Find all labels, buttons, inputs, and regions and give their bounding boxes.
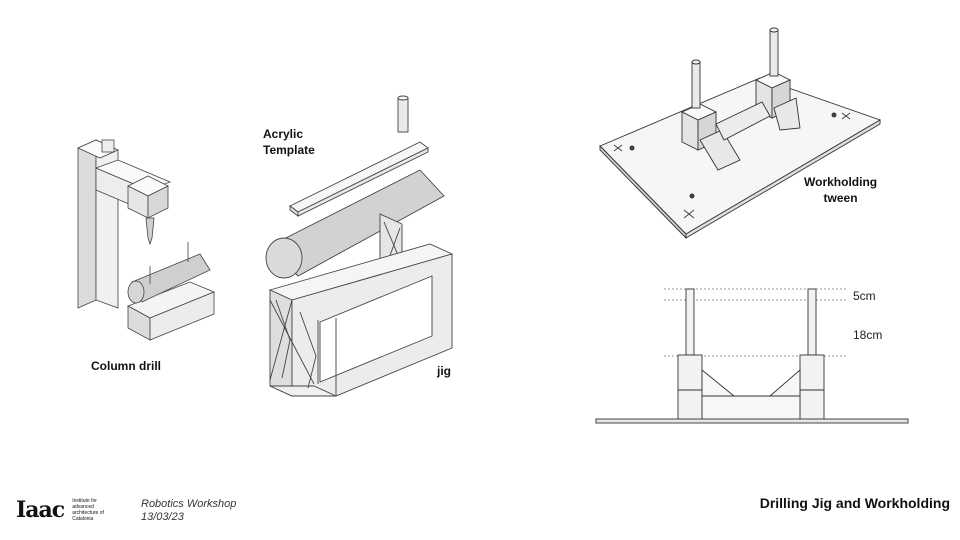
label-workholding-line2: tween bbox=[823, 191, 858, 205]
label-acrylic-line2: Template bbox=[263, 143, 315, 157]
workholding-illustration bbox=[599, 27, 882, 240]
dimension-bottom: 18cm bbox=[853, 328, 883, 342]
label-jig: jig bbox=[437, 364, 451, 378]
jig-illustration bbox=[265, 95, 454, 397]
label-acrylic-line1: Acrylic bbox=[263, 127, 304, 141]
logo-mark: Iaac bbox=[16, 497, 65, 523]
footer-course-info: Robotics Workshop 13/03/23 bbox=[141, 498, 236, 524]
footer-date: 13/03/23 bbox=[141, 511, 184, 523]
column-drill-illustration bbox=[77, 139, 216, 341]
iaac-logo: Iaac Institute for advanced architecture… bbox=[16, 497, 112, 523]
label-workholding-line1: Workholding bbox=[804, 175, 878, 189]
dimension-top: 5cm bbox=[853, 289, 876, 303]
logo-subtitle: Institute for advanced architecture of C… bbox=[72, 498, 104, 522]
slide-title: Drilling Jig and Workholding bbox=[759, 495, 950, 511]
elevation-illustration bbox=[595, 288, 909, 424]
label-acrylic-template: Acrylic Template bbox=[263, 126, 315, 158]
label-column-drill: Column drill bbox=[91, 359, 161, 373]
label-workholding: Workholding tween bbox=[804, 174, 877, 206]
footer-course: Robotics Workshop bbox=[141, 498, 237, 510]
